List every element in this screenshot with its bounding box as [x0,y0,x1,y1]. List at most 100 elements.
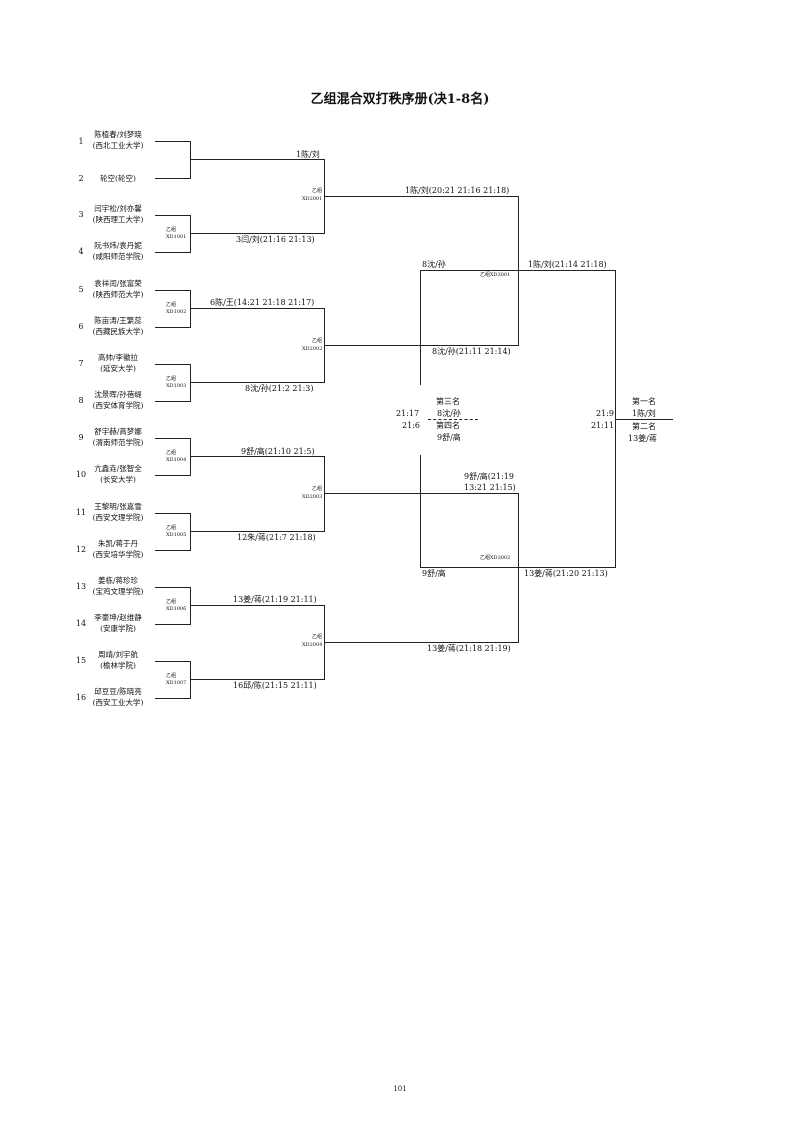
player-school: (安康学院) [100,624,136,633]
player-names: 朱凯/蒋于丹 [97,539,139,548]
player-school: (延安大学) [100,364,136,373]
match-result: 1陈/刘(20:21 21:16 21:18) [405,186,510,195]
player-names: 邱豆豆/陈晓亮 [94,687,142,696]
match-label: 乙组 [166,599,177,605]
match-result: 1陈/刘(21:14 21:18) [528,260,607,269]
match-code: 乙组XD3001 [480,272,511,278]
match-result: 13姜/蒋(21:19 21:11) [233,595,317,604]
match-result-line2: 13:21 21:15) [464,483,516,492]
match-result: 16邱/陈(21:15 21:11) [233,681,317,690]
match-code: XD2002 [302,346,323,352]
match-code: XD1001 [166,234,187,240]
semifinal-entry: 9舒/高 [422,569,446,578]
second-place-team: 13姜/蒋 [628,434,657,443]
player-school: (渭南师范学院) [92,438,144,447]
seed-number: 5 [78,285,84,294]
match-label: 乙组 [166,376,177,382]
final-score1: 21:9 [596,409,614,418]
player-school: (咸阳师范学院) [92,252,144,261]
match-label: 乙组 [312,188,323,194]
second-place-label: 第二名 [632,422,656,431]
seed-number: 10 [75,470,87,479]
player-names: 王黎明/张嘉雪 [94,502,142,511]
semifinal-entry: 8沈/孙 [422,260,446,269]
match-code: XD1007 [166,680,187,686]
match-code: XD1006 [166,606,187,612]
player-names: 周靖/刘宇航 [97,650,139,659]
seed-number: 12 [75,545,87,554]
match-code: 乙组XD3002 [480,555,511,561]
seed-number: 4 [78,247,84,256]
page-title: 乙组混合双打秩序册(决1-8名) [310,92,490,107]
third-place-label: 第三名 [436,397,460,406]
match-result: 6陈/王(14:21 21:18 21:17) [210,298,315,307]
third-place-score1: 21:17 [396,409,420,418]
match-label: 乙组 [166,673,177,679]
seed-number: 13 [75,582,87,591]
player-names: 舒宇赫/高梦娜 [94,427,142,436]
match-label: 乙组 [166,525,177,531]
seed-number: 15 [75,656,87,665]
player-school: (宝鸡文理学院) [92,587,144,596]
match-label: 乙组 [166,302,177,308]
page-number: 101 [393,1085,407,1093]
fourth-place-label: 第四名 [436,421,460,430]
player-school: (西安体育学院) [92,401,144,410]
match-label: 乙组 [166,450,177,456]
third-place-team: 8沈/孙 [437,409,461,418]
seed-number: 11 [75,508,87,517]
third-place-score2: 21:6 [402,421,420,430]
first-place-label: 第一名 [632,397,656,406]
match-label: 乙组 [312,338,323,344]
player-names: 陈亩涛/王繁蕊 [94,316,142,325]
player-names: 亢鑫垚/张智全 [94,464,142,473]
match-result: 13姜/蒋(21:20 21:13) [524,569,608,578]
seed-number: 3 [78,210,84,219]
player-names: 轮空(轮空) [100,174,136,183]
player-school: (西藏民族大学) [92,327,144,336]
final-score2: 21:11 [591,421,615,430]
player-school: (长安大学) [100,475,136,484]
player-school: (陕西师范大学) [92,290,144,299]
seed-number: 14 [75,619,87,628]
match-result: 13姜/蒋(21:18 21:19) [427,644,511,653]
player-school: (陕西理工大学) [92,215,144,224]
match-code: XD2001 [302,196,323,202]
player-school: (西北工业大学) [92,141,144,150]
match-result: 12朱/蒋(21:7 21:18) [237,533,316,542]
match-code: XD2003 [302,494,323,500]
bye-winner: 1陈/刘 [296,150,320,159]
match-code: XD1004 [166,457,187,463]
match-code: XD1003 [166,383,187,389]
seed-number: 8 [78,396,84,405]
seed-number: 9 [78,433,84,442]
player-names: 沈景晖/孙蓓缇 [94,390,142,399]
seed-number: 1 [78,137,84,146]
player-school: (西安培华学院) [92,550,144,559]
match-result: 3闫/刘(21:16 21:13) [236,235,315,244]
player-school: (西安工业大学) [92,698,144,707]
player-school: (西安文理学院) [92,513,144,522]
match-result: 9舒/高(21:10 21:5) [241,447,315,456]
fourth-place-team: 9舒/高 [437,433,461,442]
seed-number: 2 [78,174,84,183]
seed-number: 7 [78,359,84,368]
seed-number: 6 [78,322,84,331]
player-names: 李豪坤/赵维静 [94,613,142,622]
player-names: 袁祥闰/张富荣 [94,279,142,288]
match-label: 乙组 [166,227,177,233]
first-place-team: 1陈/刘 [632,409,656,418]
match-label: 乙组 [312,486,323,492]
player-names: 阮书炜/袁丹妮 [94,241,142,250]
match-result: 8沈/孙(21:11 21:14) [432,347,511,356]
player-names: 高帅/李徽拉 [97,353,139,362]
player-names: 姜栋/蒋珍珍 [97,576,139,585]
match-code: XD2004 [302,642,323,648]
player-names: 闫宇松/刘亦馨 [94,204,142,213]
match-code: XD1005 [166,532,187,538]
seed-number: 16 [75,693,87,702]
match-label: 乙组 [312,634,323,640]
player-names: 陈植春/刘梦晓 [94,130,142,139]
player-school: (榆林学院) [100,661,136,670]
match-code: XD1002 [166,309,187,315]
